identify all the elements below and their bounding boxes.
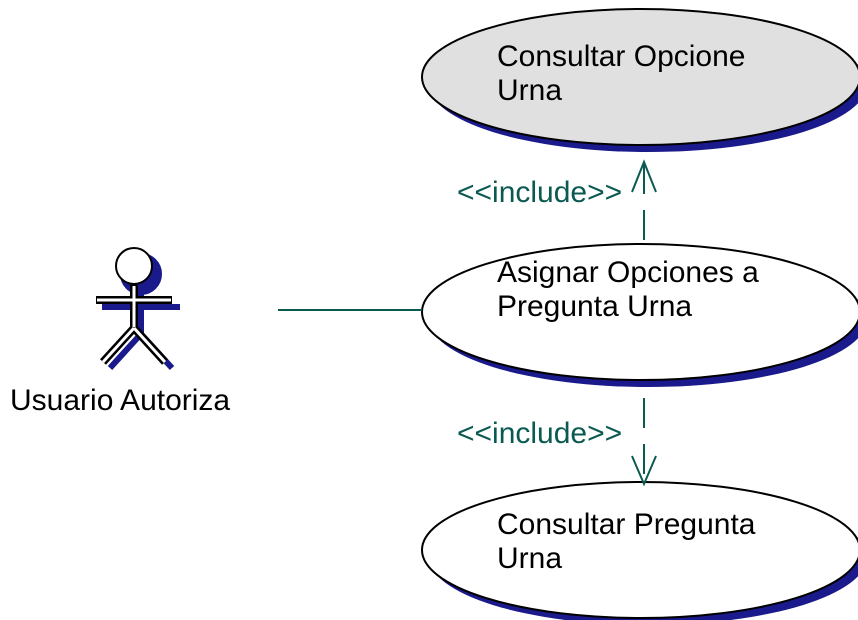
use-case-2-line1: Asignar Opciones a [497,256,759,289]
use-case-asignar-opciones-label: Asignar Opciones a Pregunta Urna [497,256,798,324]
use-case-asignar-opciones-shape[interactable] [421,243,858,387]
use-case-3-line2: Urna [497,542,563,575]
use-case-consultar-opciones-urna-shape[interactable] [421,8,858,152]
use-case-consultar-opciones-label: Consultar Opcione Urna [497,40,798,108]
use-case-consultar-pregunta-label: Consultar Pregunta Urna [497,508,798,576]
stick-figure-actor-icon[interactable] [96,247,180,371]
use-case-3-line1: Consultar Pregunta [497,508,756,541]
include-lower-connector[interactable] [631,398,657,487]
include-lower-label: <<include>> [457,417,623,450]
include-upper-connector[interactable] [631,159,657,240]
include-upper-label: <<include>> [457,176,623,209]
use-case-1-line2: Urna [497,74,563,107]
use-case-consultar-pregunta-shape[interactable] [421,481,858,620]
actor-label: Usuario Autoriza [10,384,231,417]
use-case-1-line1: Consultar Opcione [497,40,746,73]
use-case-2-line2: Pregunta Urna [497,290,693,323]
